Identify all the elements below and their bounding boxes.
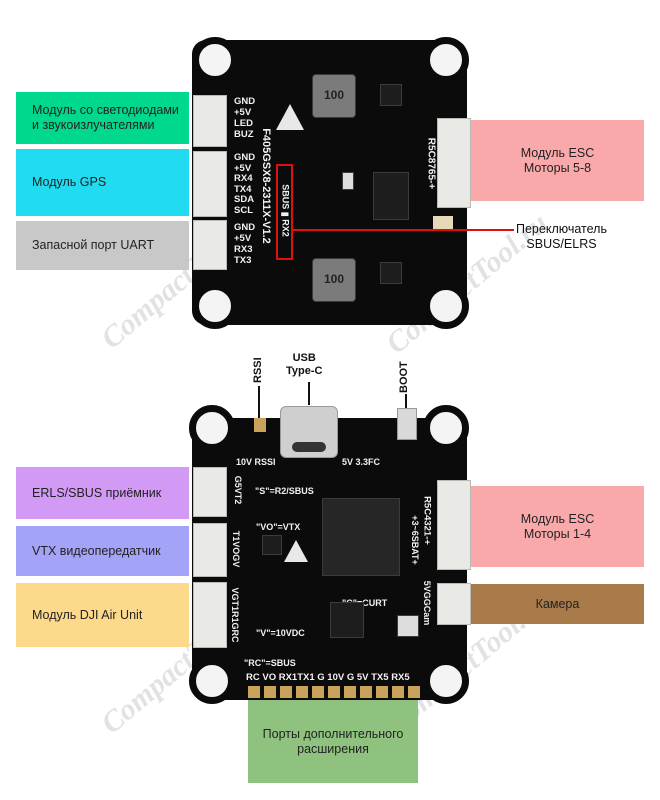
chip [330,602,364,638]
label-dji: Модуль DJI Air Unit [16,583,189,647]
label-text: Порты дополнительного расширения [262,726,404,756]
chip [397,615,419,637]
silk-text: BUZ [234,129,254,140]
silk-group-2: GND +5V RX4 TX4 SDA SCL [234,152,264,216]
label-text: Модуль DJI Air Unit [32,607,143,622]
connector-esc-top [437,118,471,208]
label-expansion: Порты дополнительного расширения [248,700,418,783]
inductor [312,74,356,118]
connector-dji [193,582,227,648]
silk-vo-note: "VO"=VTX [256,522,301,532]
silk-text: RX4 [234,173,253,184]
label-led-buzzer: Модуль со светодиодами и звукоизлучателя… [16,92,189,144]
label-usb: USB Type-C [286,352,323,377]
silk-bottom-row: RC VO RX1TX1 G 10V G 5V TX5 RX5 [246,672,410,683]
silk-text: GND [234,152,256,163]
expansion-pads [248,686,420,698]
silk-text: GND [234,96,256,107]
silk-text: GND [234,222,256,233]
silk-group-1: GND +5V LED BUZ [234,96,264,140]
usb-c-opening [292,442,326,452]
label-text: Запасной порт UART [32,238,155,252]
mounting-hole [423,283,469,329]
inductor-label: 100 [324,272,345,286]
chip [342,172,354,190]
label-uart: Запасной порт UART [16,221,189,270]
silk-text: +5V [234,162,252,174]
button [433,216,453,230]
elrs-switch [276,164,293,260]
silk-text: SCL [234,204,253,216]
silk-text: +5V [234,233,252,244]
silk-rc-note: "RC"=SBUS [244,658,296,668]
label-switch: Переключатель SBUS/ELRS [516,222,607,251]
mounting-hole [423,37,469,83]
mcu-chip [322,498,400,576]
mounting-hole [192,283,238,329]
silk-text: TX4 [234,183,252,195]
silk-c-note: "C"=CURT [342,598,388,608]
mounting-hole [192,37,238,83]
boot-button [397,408,417,440]
chip [380,262,402,284]
connector-led-buzzer [193,95,227,147]
chip [380,84,402,106]
connector-uart [193,220,227,270]
silk-v-note: "V"=10VDC [256,628,305,638]
connector-gps [193,151,227,217]
mounting-hole [423,405,469,451]
label-text: Модуль со светодиодами и звукоизлучателя… [32,103,179,132]
silk-group-3: GND +5V RX3 TX3 [234,222,264,266]
inductor [312,258,356,302]
connector-camera [437,583,471,625]
label-text: Модуль ESC Моторы 1-4 [520,511,595,541]
label-gps: Модуль GPS [16,149,189,216]
label-esc-bottom: Модуль ESC Моторы 1-4 [471,486,644,567]
mounting-hole [423,658,469,704]
silk-s-note: "S"=R2/SBUS [255,486,314,496]
silk-pins-top: 10V RSSI [236,457,276,467]
silk-text: RX3 [234,244,253,255]
mounting-hole [189,658,235,704]
label-text: Модуль GPS [32,175,107,189]
silk-text: SDA [234,194,255,205]
silk-pins-top-right: 5V 3.3FC [342,457,381,467]
silk-text: TX3 [234,255,252,266]
logo-icon [276,104,304,130]
label-elrs: ERLS/SBUS приёмник [16,467,189,519]
logo-icon [284,540,308,562]
rssi-pad [254,418,266,432]
connector-esc-bottom [437,480,471,570]
silk-text: +5V [234,107,252,118]
label-text: VTX видеопередатчик [32,543,161,558]
label-text: ERLS/SBUS приёмник [32,485,162,500]
label-text: Камера [535,596,580,611]
connector-elrs [193,467,227,517]
label-vtx: VTX видеопередатчик [16,526,189,576]
chip [373,172,409,220]
chip [262,535,282,555]
inductor-label: 100 [324,88,345,102]
connector-vtx [193,523,227,577]
label-camera: Камера [471,584,644,624]
label-esc-top: Модуль ESC Моторы 5-8 [471,120,644,201]
mounting-hole [189,405,235,451]
label-text: Модуль ESC Моторы 5-8 [520,145,595,175]
silk-text: LED [234,118,253,129]
